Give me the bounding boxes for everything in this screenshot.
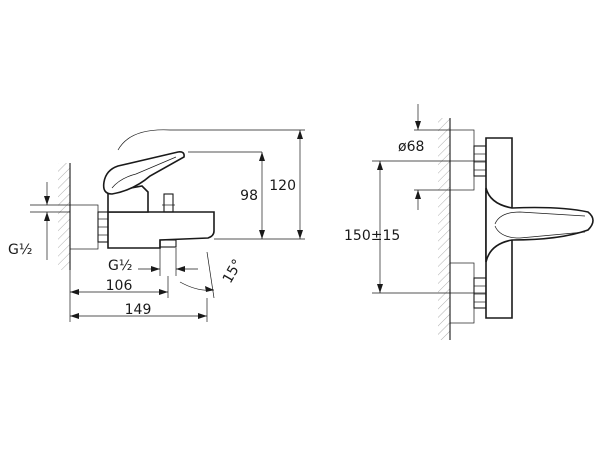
dim-149: 149 [125,302,152,318]
dim-angle: 15° [220,257,246,287]
dim-diameter: ø68 [398,139,424,155]
side-diverter [163,193,174,213]
side-outlet [159,239,177,248]
front-lever [485,187,594,263]
front-view: ø68 150±15 [344,104,594,340]
dim-120: 120 [269,178,296,194]
front-wall [438,118,450,340]
dim-106: 106 [106,278,133,294]
side-view: 98 120 G½ G½ 15° 106 [8,129,305,322]
dim-98: 98 [240,188,258,204]
dim-thread-outlet: G½ [108,258,132,274]
side-wall [58,163,70,270]
dim-centres: 150±15 [344,228,400,244]
front-flange-top [449,129,475,191]
side-flange [69,204,99,250]
dim-thread-inlet: G½ [8,242,32,258]
side-mixer-body [107,211,215,249]
